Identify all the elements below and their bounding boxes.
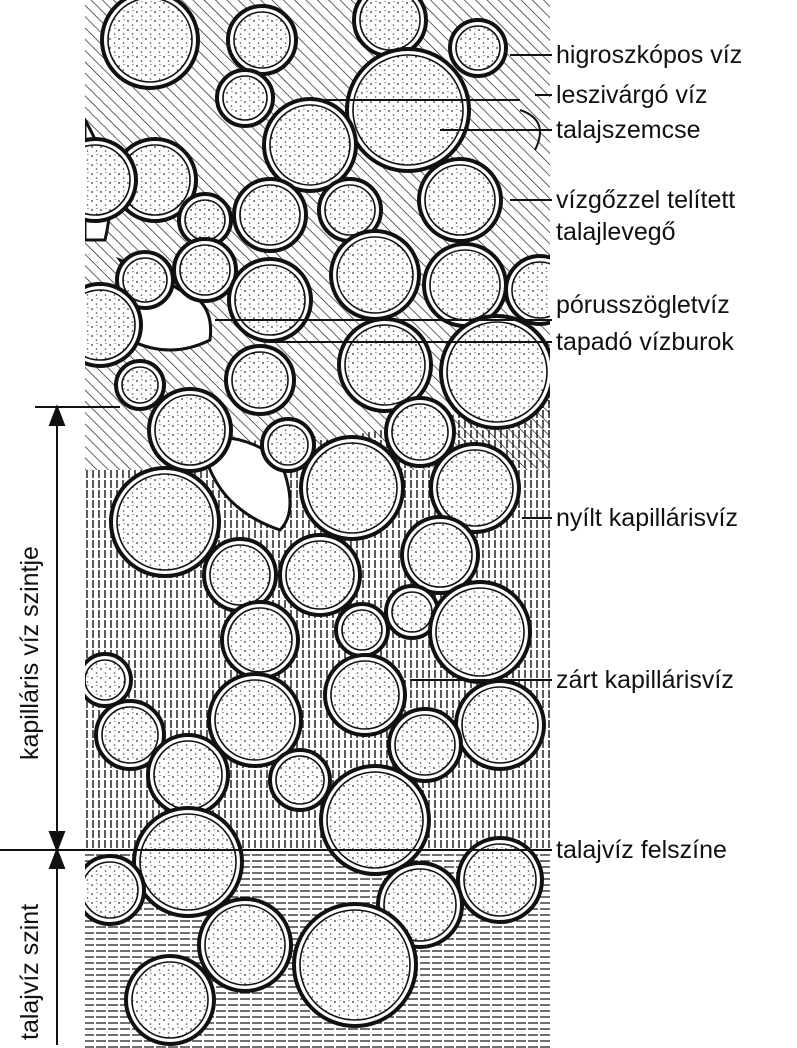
label-film: tapadó vízburok <box>556 328 734 356</box>
soil-grain <box>85 660 125 700</box>
soil-grain <box>82 862 138 918</box>
soil-grain <box>234 12 290 68</box>
soil-grain <box>325 185 375 235</box>
soil-grain <box>437 450 513 526</box>
label-pore-angle: pórusszögletvíz <box>556 291 730 319</box>
soil-grain <box>345 325 425 405</box>
label-grain: talajszemcse <box>556 116 701 144</box>
label-groundwater-level: talajvíz szint <box>16 904 44 1040</box>
soil-grain <box>307 443 397 533</box>
soil-grain <box>108 0 192 82</box>
soil-grain <box>353 55 463 165</box>
label-capillary-level: kapilláris víz szintje <box>16 546 44 760</box>
soil-grain <box>360 0 420 50</box>
soil-grain <box>140 814 236 910</box>
soil-grain <box>268 425 308 465</box>
soil-grain <box>331 661 399 729</box>
label-gw-surface: talajvíz felszíne <box>556 836 727 864</box>
soil-grain <box>286 541 354 609</box>
soil-grain <box>430 250 500 320</box>
callout-labels: higroszkópos víz leszivárgó víz talajsze… <box>556 41 742 864</box>
soil-grain <box>464 844 536 916</box>
soil-grain <box>337 237 413 313</box>
label-vapor-2: talajlevegő <box>556 218 676 246</box>
soil-grain <box>447 322 547 422</box>
label-seeping: leszivárgó víz <box>556 81 707 109</box>
soil-grain <box>270 105 350 185</box>
soil-grain <box>210 545 270 605</box>
label-hygroscopic: higroszkópos víz <box>556 41 742 69</box>
soil-grain <box>185 200 225 240</box>
soil-grain <box>327 772 423 868</box>
soil-grain <box>132 962 208 1038</box>
soil-grain <box>342 610 382 650</box>
soil-grain <box>228 608 292 672</box>
soil-grain <box>122 367 158 403</box>
soil-grain <box>436 588 524 676</box>
label-closed-capillary: zárt kapillárisvíz <box>556 666 734 694</box>
label-vapor-1: vízgőzzel telített <box>556 186 735 214</box>
soil-grain <box>408 523 472 587</box>
soil-grain <box>205 905 285 985</box>
soil-grain <box>223 76 267 120</box>
soil-grain <box>155 395 225 465</box>
label-open-capillary: nyílt kapillárisvíz <box>556 504 738 532</box>
soil-grain <box>300 910 410 1020</box>
soil-grain <box>232 352 288 408</box>
soil-grain <box>60 145 130 215</box>
soil-grain <box>235 265 305 335</box>
soil-grain <box>102 707 158 763</box>
soil-grain <box>462 687 538 763</box>
soil-grain <box>392 404 448 460</box>
soil-grain <box>240 185 300 245</box>
side-labels: kapilláris víz szintje talajvíz szint <box>16 546 44 1040</box>
soil-grain <box>395 715 455 775</box>
soil-grain <box>117 474 213 570</box>
soil-grain <box>154 741 222 809</box>
soil-grain <box>425 165 495 235</box>
soil-grain <box>456 26 500 70</box>
soil-grain <box>215 680 295 760</box>
soil-grain <box>276 756 324 804</box>
soil-grain <box>392 592 432 632</box>
soil-grain <box>65 290 135 360</box>
soil-grain <box>180 245 230 295</box>
